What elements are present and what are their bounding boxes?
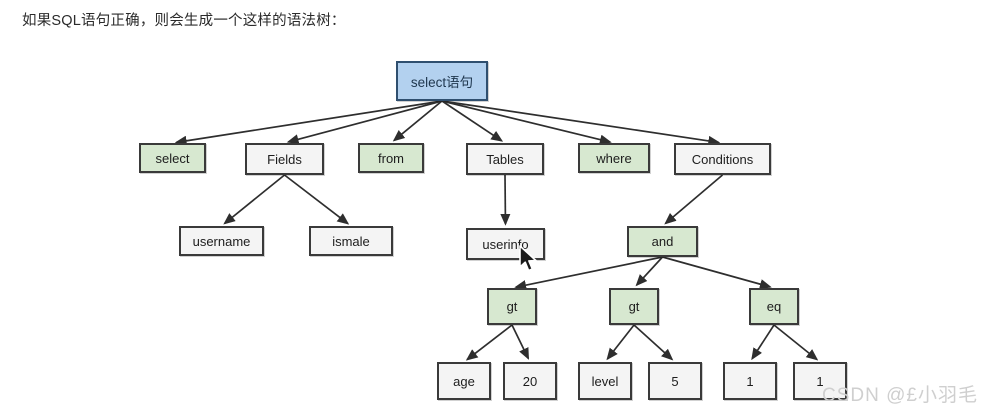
tree-node-from: from [358,143,424,173]
tree-node-username: username [179,226,264,256]
tree-node-five: 5 [648,362,702,400]
tree-node-eq: eq [749,288,799,325]
tree-node-one_b: 1 [793,362,847,400]
tree-edge-root-to-conditions [441,100,721,146]
tree-node-fields: Fields [245,143,324,175]
tree-edge-fields-to-ismale [283,174,350,225]
tree-edge-eq-to-one_b [773,324,819,361]
tree-edge-root-to-from [392,100,443,142]
tree-node-conditions: Conditions [674,143,771,175]
tree-edge-gt2-to-level [606,324,635,361]
tree-node-select: select [139,143,206,173]
tree-node-one_a: 1 [723,362,777,400]
tree-edge-root-to-select [174,100,443,146]
tree-node-twenty: 20 [503,362,557,400]
tree-node-gt1: gt [487,288,537,325]
tree-edge-and-to-gt1 [514,256,663,291]
tree-edge-fields-to-username [223,174,286,225]
tree-node-tables: Tables [466,143,544,175]
tree-edge-gt1-to-twenty [511,324,530,360]
tree-node-ismale: ismale [309,226,393,256]
tree-node-userinfo: userinfo [466,228,545,260]
tree-edge-root-to-where [441,100,612,145]
page-caption: 如果SQL语句正确，则会生成一个这样的语法树： [22,13,346,29]
tree-edge-root-to-tables [441,100,504,142]
tree-edge-eq-to-one_a [751,324,775,361]
tree-node-level: level [578,362,632,400]
tree-node-and: and [627,226,698,257]
watermark-text: CSDN @£小羽毛 [822,385,978,406]
tree-node-gt2: gt [609,288,659,325]
tree-edge-gt1-to-age [465,324,513,361]
tree-node-where: where [578,143,650,173]
tree-node-age: age [437,362,491,400]
tree-edge-root-to-fields [286,100,443,145]
tree-edge-and-to-eq [662,256,772,290]
tree-edge-gt2-to-five [633,324,674,361]
tree-edge-conditions-to-and [664,174,724,225]
tree-node-root: select语句 [396,61,488,101]
tree-edge-and-to-gt2 [635,256,664,287]
